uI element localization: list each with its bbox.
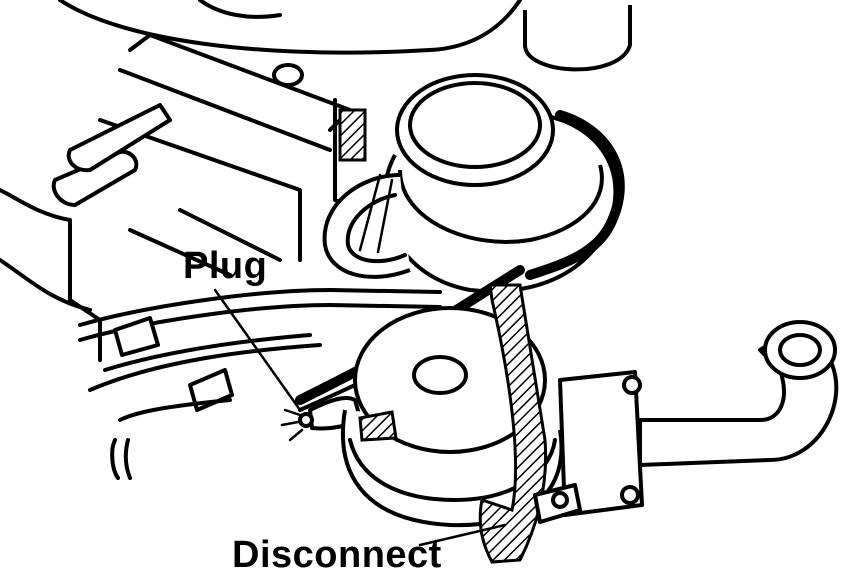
plug-leader-line: [213, 288, 302, 412]
hose-loop: [322, 173, 411, 279]
callout-leaders: [213, 288, 507, 547]
upper-vacuum-diaphragm: [382, 73, 625, 294]
vacuum-hoses: [78, 288, 442, 480]
carburetor-body: [0, 0, 632, 362]
plug-label: Plug: [183, 245, 268, 287]
lower-vacuum-diaphragm: [340, 306, 564, 528]
disconnect-leader-line: [418, 523, 507, 547]
pipe-assembly: [533, 320, 839, 524]
disconnect-hose: [478, 283, 548, 564]
disconnect-label: Disconnect: [232, 534, 442, 576]
